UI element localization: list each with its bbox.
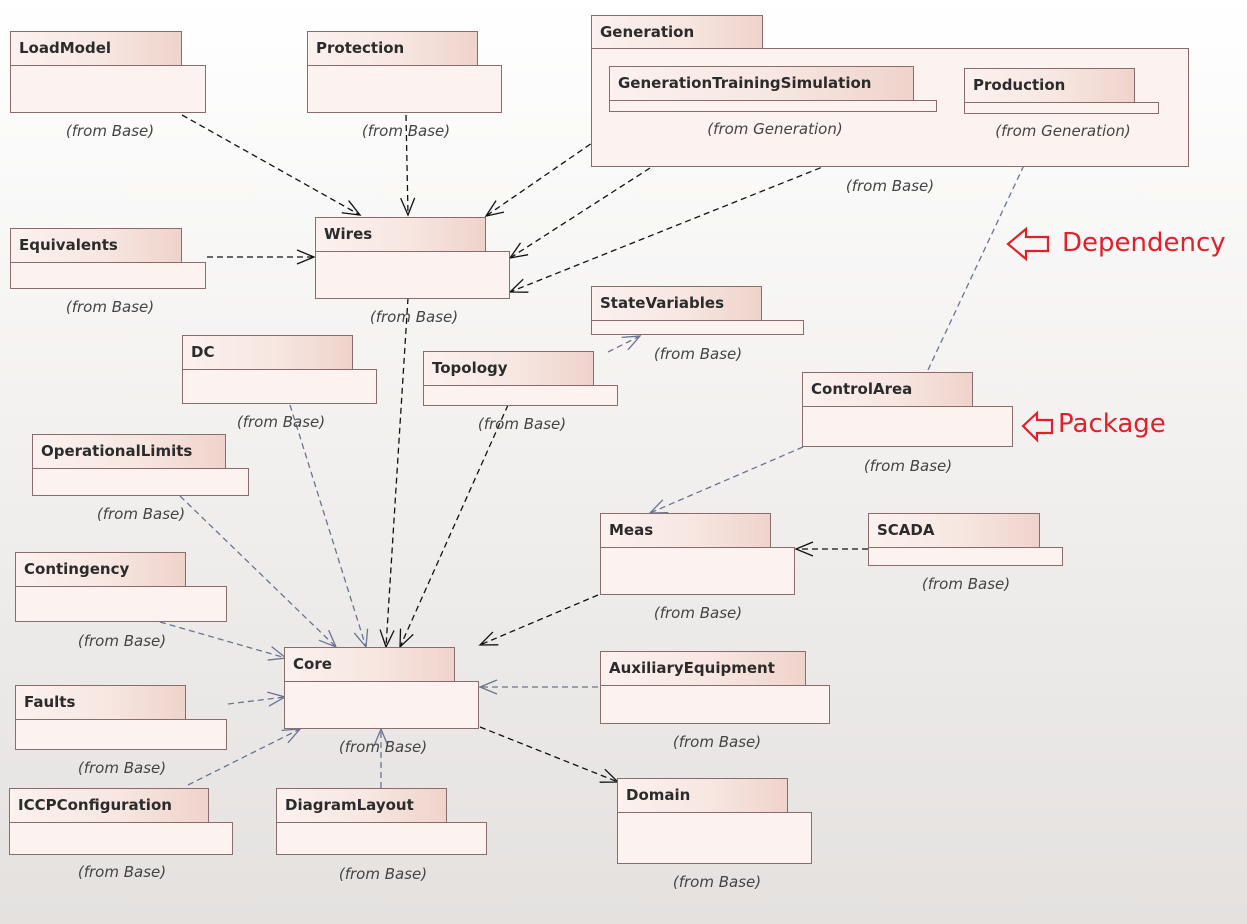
- from-label-statevariables: (from Base): [653, 345, 743, 363]
- from-label-gentraining: (from Generation): [707, 120, 843, 138]
- package-arrow-icon: [1021, 410, 1054, 443]
- package-tab: Contingency: [15, 552, 186, 587]
- edge-contingency-core: [159, 621, 288, 661]
- edge-faults-core: [227, 691, 287, 707]
- from-label-scada: (from Base): [921, 575, 1011, 593]
- package-tab: Core: [284, 647, 455, 682]
- from-label-contingency: (from Base): [77, 632, 167, 650]
- from-label-generation: (from Base): [845, 177, 935, 195]
- edge-topology-statevariables: [607, 335, 642, 353]
- package-tab: DiagramLayout: [276, 788, 447, 823]
- edge-generation-wires: [508, 167, 651, 259]
- from-label-loadmodel: (from Base): [65, 122, 155, 140]
- package-tab: ICCPConfiguration: [9, 788, 209, 823]
- from-label-auxiliaryequipment: (from Base): [672, 733, 762, 751]
- edge-operationallimits-core: [179, 495, 338, 649]
- from-label-domain: (from Base): [672, 873, 762, 891]
- from-label-controlarea: (from Base): [863, 457, 953, 475]
- package-tab: Production: [964, 68, 1135, 103]
- package-tab: Generation: [591, 15, 763, 49]
- dependency-arrow-icon: [1006, 226, 1050, 262]
- from-label-iccpconfiguration: (from Base): [77, 863, 167, 881]
- package-tab: ControlArea: [802, 372, 973, 407]
- legend-dependency: Dependency: [1062, 228, 1226, 258]
- from-label-wires: (from Base): [369, 308, 459, 326]
- from-label-equivalents: (from Base): [65, 298, 155, 316]
- edge-wires-core: [379, 297, 409, 649]
- edge-iccp-core: [187, 728, 302, 786]
- package-tab: StateVariables: [591, 286, 762, 321]
- edge-dc-core: [289, 404, 369, 649]
- package-tab: Topology: [423, 351, 594, 386]
- legend-package: Package: [1058, 409, 1166, 439]
- from-label-dc: (from Base): [236, 413, 326, 431]
- package-tab: GenerationTrainingSimulation: [609, 66, 914, 101]
- from-label-protection: (from Base): [361, 122, 451, 140]
- from-label-core: (from Base): [338, 738, 428, 756]
- package-tab: SCADA: [868, 513, 1040, 548]
- package-tab: Meas: [600, 513, 771, 548]
- edge-loadmodel-wires: [181, 114, 362, 216]
- from-label-operationallimits: (from Base): [96, 505, 186, 523]
- package-tab: Wires: [315, 217, 486, 252]
- from-label-production: (from Generation): [995, 122, 1131, 140]
- from-label-faults: (from Base): [77, 759, 167, 777]
- package-tab: AuxiliaryEquipment: [600, 651, 806, 686]
- package-tab: Protection: [307, 31, 478, 66]
- edge-topology-core: [399, 404, 509, 649]
- package-tab: Faults: [15, 685, 186, 720]
- package-tab: DC: [182, 335, 353, 370]
- from-label-diagramlayout: (from Base): [338, 865, 428, 883]
- edge-controlarea-meas: [648, 446, 804, 514]
- edge-meas-core: [478, 594, 599, 646]
- edge-protection-wires: [400, 114, 416, 217]
- package-tab: Domain: [617, 778, 788, 813]
- package-tab: LoadModel: [10, 31, 182, 66]
- package-tab: OperationalLimits: [32, 434, 226, 469]
- package-tab: Equivalents: [10, 228, 182, 263]
- from-label-topology: (from Base): [477, 415, 567, 433]
- edge-core-domain: [479, 726, 620, 783]
- from-label-meas: (from Base): [653, 604, 743, 622]
